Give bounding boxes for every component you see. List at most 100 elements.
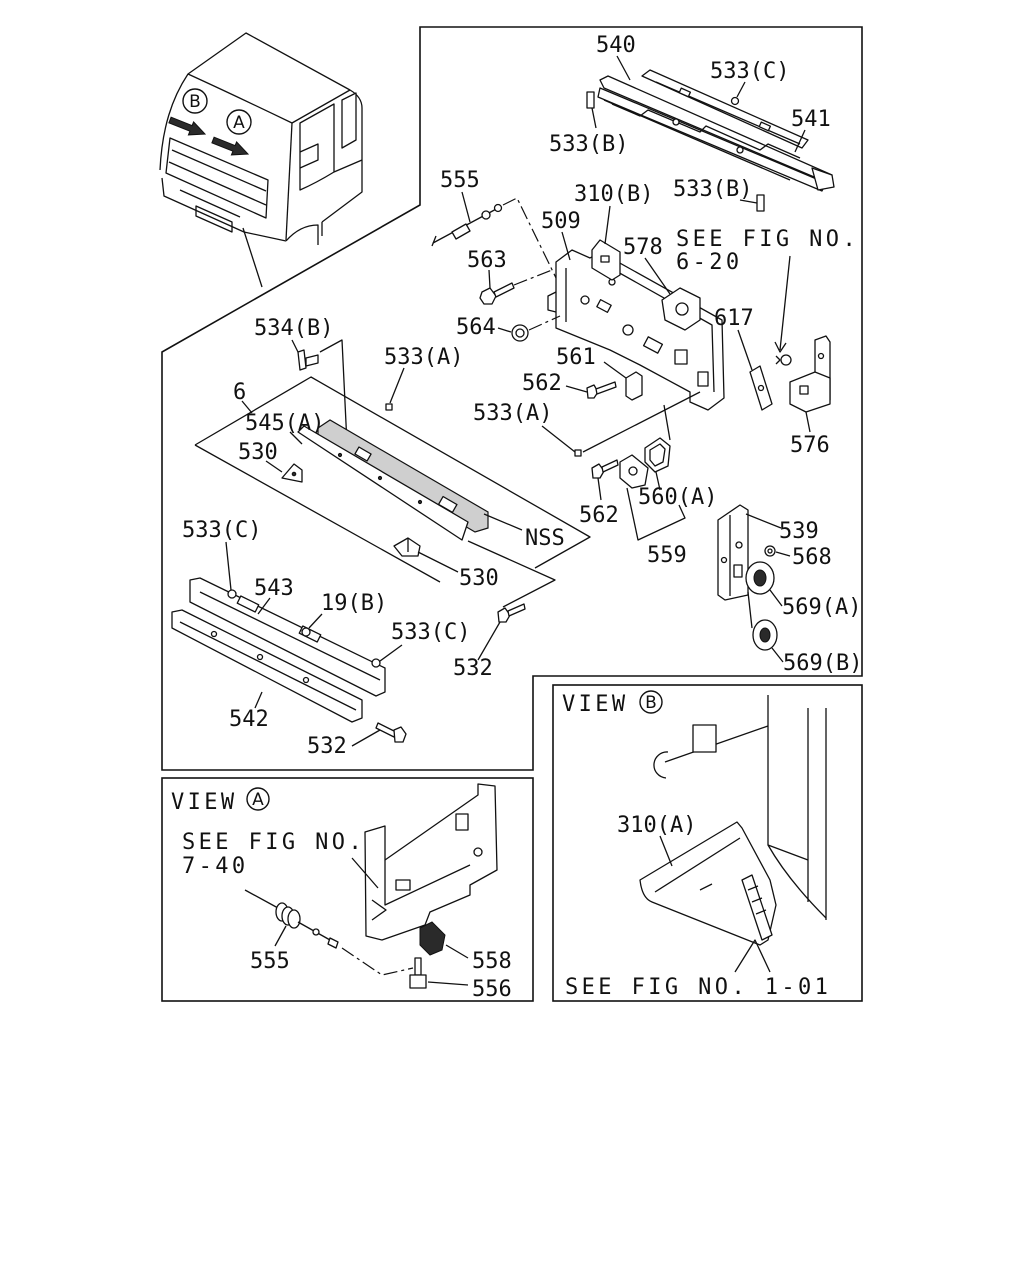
part-509-bracket-panel (547, 249, 725, 411)
part-576-hinge (775, 335, 831, 413)
view-b-marker: B (189, 92, 201, 112)
view-a-title: VIEW (171, 790, 238, 815)
callout-19b: 19(B) (321, 591, 387, 616)
part-310b-plate (591, 239, 621, 281)
view-a-title-marker: A (252, 790, 264, 810)
view-b-cab-structure (653, 695, 827, 920)
callout-555: 555 (440, 168, 480, 193)
part-563-bolt (479, 282, 515, 305)
part-534b-push-pin (297, 349, 319, 371)
callout-569a: 569(A) (782, 595, 861, 620)
part-533b-left-clip (586, 91, 595, 109)
part-533c-left-cap (227, 589, 237, 599)
callout-560a: 560(A) (638, 485, 717, 510)
callout-578: 578 (623, 235, 663, 260)
view-b-arrow-icon (168, 116, 207, 136)
callout-533c-top: 533(C) (710, 59, 789, 84)
callout-569b: 569(B) (783, 651, 862, 676)
callout-530-left: 530 (238, 440, 278, 465)
part-542-lower-bar (171, 609, 363, 723)
see-fig-6-20-line2: 6-20 (676, 250, 743, 275)
view-a-dashed-path (341, 947, 414, 976)
leader-dashed-555 (502, 197, 559, 283)
view-a-arrow-icon (211, 136, 250, 156)
bracket-559-group-lines (626, 487, 686, 541)
view-b-leaders (659, 835, 771, 973)
callout-543: 543 (254, 576, 294, 601)
part-560a-gasket (644, 437, 671, 473)
view-a-callout-555: 555 (250, 949, 290, 974)
group-6-outline (194, 376, 591, 608)
callout-533b-right: 533(B) (673, 177, 752, 202)
view-b-callout-310a: 310(A) (617, 813, 696, 838)
callout-532-upper: 532 (453, 656, 493, 681)
view-a-see-fig-line1: SEE FIG NO. (182, 830, 365, 855)
part-578-plate (661, 287, 701, 331)
view-b-title: VIEW (562, 692, 629, 717)
part-617-plate (749, 365, 773, 411)
callout-545a: 545(A) (245, 411, 324, 436)
callout-568: 568 (792, 545, 832, 570)
part-532-lower-bolt (375, 722, 407, 743)
leader-560-link (663, 404, 671, 441)
leader-569-link (747, 591, 753, 629)
part-540-541-upper-beam (597, 75, 835, 192)
main-callout-leaders (225, 55, 811, 747)
part-562-lower-bolt (591, 459, 619, 479)
view-a-callout-556: 556 (472, 977, 512, 1002)
callout-540: 540 (596, 33, 636, 58)
view-b-frame (552, 684, 863, 1002)
main-panel-frame (161, 26, 863, 771)
part-grille-panel (317, 419, 489, 533)
part-532-upper-bolt (497, 603, 526, 623)
part-539-side-bracket (717, 504, 749, 601)
leader-533a-lower-line (582, 391, 701, 453)
part-569a-grommet (745, 561, 775, 595)
view-a-marker-ring (246, 787, 270, 811)
part-555-cable-end (431, 203, 503, 247)
callout-562-upper: 562 (522, 371, 562, 396)
view-b-marker-ring (639, 690, 663, 714)
part-559-bracket (619, 454, 649, 489)
part-19b-cap (301, 627, 311, 637)
callout-533c-left: 533(C) (182, 518, 261, 543)
view-a-frame (161, 777, 534, 1002)
cab-inset-illustration: B A (159, 32, 363, 288)
view-a-callout-558: 558 (472, 949, 512, 974)
see-fig-6-20-line1: SEE FIG NO. (676, 227, 859, 252)
part-533b-right-clip (756, 194, 765, 212)
leader-534b-line (319, 339, 349, 466)
part-545a-strip (297, 425, 469, 541)
callout-534b: 534(B) (254, 316, 333, 341)
callout-530-right: 530 (459, 566, 499, 591)
leader-dashed-563 (513, 269, 553, 286)
callout-563: 563 (467, 248, 507, 273)
see-fig-6-20-arrow (774, 255, 791, 353)
view-b-part-310a-cover (639, 821, 777, 946)
part-562-upper-bolt (586, 381, 617, 399)
view-a-hood-bracket (364, 783, 498, 941)
callout-562-lower: 562 (579, 503, 619, 528)
view-a-part-558-latch (419, 921, 446, 956)
callout-310b: 310(B) (574, 182, 653, 207)
callout-532-lower: 532 (307, 734, 347, 759)
callout-533c-right: 533(C) (391, 620, 470, 645)
part-533a-lower-clip (574, 449, 582, 457)
callout-nss: NSS (525, 526, 565, 551)
callout-533a-lower: 533(A) (473, 401, 552, 426)
part-569b-grommet (752, 619, 778, 651)
part-533a-upper-clip (385, 403, 393, 411)
part-530-right-clip (393, 537, 421, 557)
callout-533b-left: 533(B) (549, 132, 628, 157)
view-a-part-555-cable (244, 889, 339, 949)
view-a-part-556-bolt (409, 957, 427, 989)
view-b-title-marker: B (645, 693, 657, 713)
callout-509: 509 (541, 209, 581, 234)
callout-541: 541 (791, 107, 831, 132)
callout-617: 617 (714, 306, 754, 331)
part-568-nut (764, 545, 776, 557)
part-530-left-clip (281, 463, 303, 483)
leader-dashed-564 (528, 315, 561, 331)
